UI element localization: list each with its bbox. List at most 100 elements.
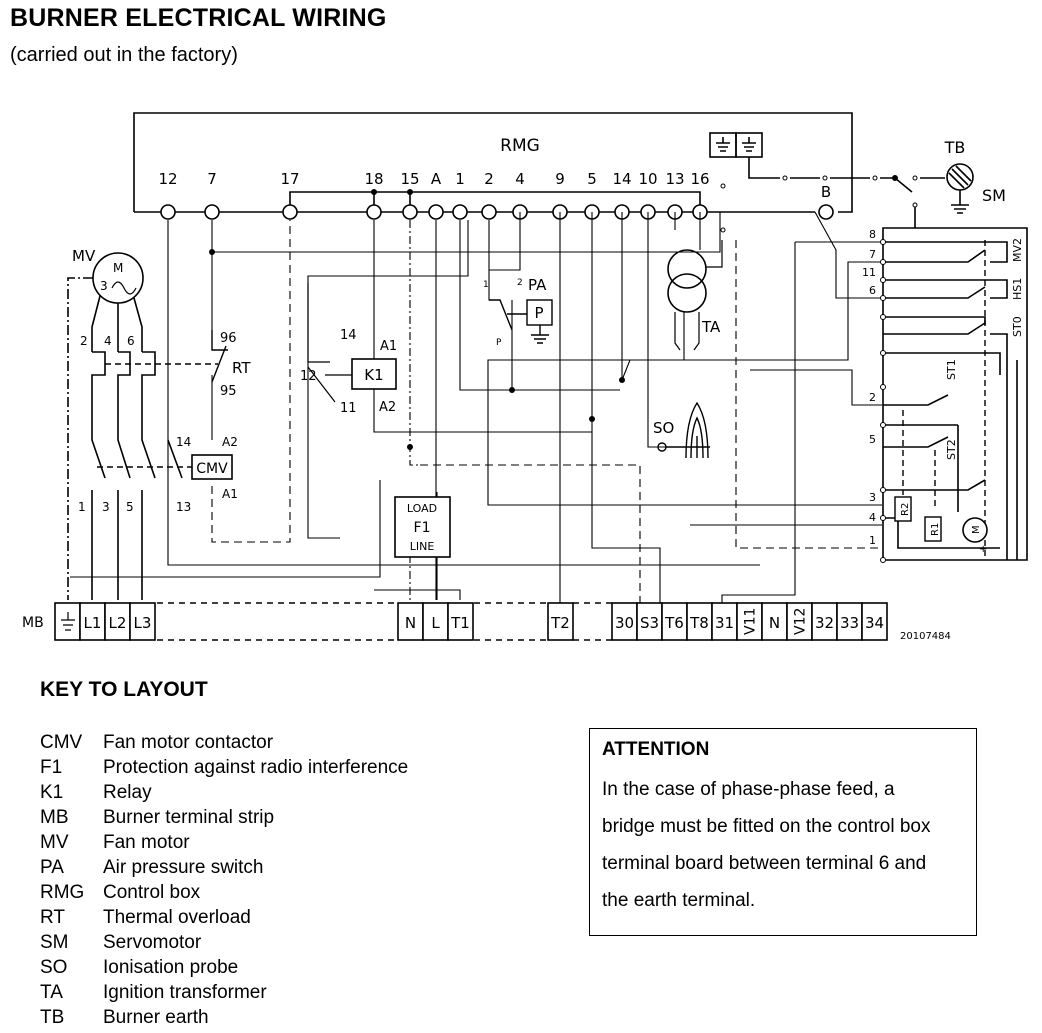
servomotor-terminal xyxy=(880,422,886,428)
pressure-switch-2: 2 xyxy=(517,278,523,288)
attention-box: ATTENTION In the case of phase-phase fee… xyxy=(589,728,977,936)
earth-icon xyxy=(61,612,75,631)
rmg-terminal-label: 15 xyxy=(400,170,419,188)
key-code: RT xyxy=(40,907,65,928)
terminal-strip-label: L3 xyxy=(134,614,152,632)
filter-box xyxy=(394,496,451,558)
key-code: MV xyxy=(40,832,69,853)
servomotor-motor-symbol: M xyxy=(971,525,982,534)
terminal-strip-cell xyxy=(761,602,788,641)
pressure-switch-pnode: P xyxy=(496,338,502,348)
servomotor-terminal-label: 4 xyxy=(869,511,876,524)
page-subtitle: (carried out in the factory) xyxy=(10,44,238,66)
key-code: F1 xyxy=(40,757,63,778)
relay-label: K1 xyxy=(364,366,383,384)
motor-wire-label: 2 xyxy=(80,334,88,348)
rmg-terminal-label: 1 xyxy=(455,170,465,188)
terminal-strip-label: V11 xyxy=(743,608,759,635)
terminal-strip-cell xyxy=(447,602,474,641)
rmg-terminal-label: 2 xyxy=(484,170,494,188)
key-description: Protection against radio interference xyxy=(103,757,409,778)
supply-wire-label: 5 xyxy=(126,500,134,514)
relay-14: 14 xyxy=(340,328,357,343)
servomotor-terminal xyxy=(880,259,886,265)
fan-motor xyxy=(67,252,183,600)
servomotor-block xyxy=(882,207,1028,561)
rmg-terminal xyxy=(452,204,468,220)
key-description: Servomotor xyxy=(103,932,202,953)
servomotor-cam-label: ST0 xyxy=(1011,316,1024,337)
servomotor-terminal xyxy=(880,557,886,563)
rmg-terminal-label: B xyxy=(821,183,831,201)
control-box-label: RMG xyxy=(500,136,540,156)
servomotor-label: SM xyxy=(982,186,1006,205)
servomotor-terminal-label: 7 xyxy=(869,248,876,261)
attention-line: the earth terminal. xyxy=(602,890,756,911)
rmg-terminal-label: 7 xyxy=(207,170,217,188)
rmg-terminal xyxy=(160,204,176,220)
servomotor-motor xyxy=(962,517,988,543)
ignition-transformer xyxy=(667,240,723,351)
relay-a1: A1 xyxy=(380,339,397,354)
terminal-strip-label: N xyxy=(405,614,416,632)
relay-12: 12 xyxy=(300,369,317,384)
rmg-terminal xyxy=(204,204,220,220)
key-code: PA xyxy=(40,857,64,878)
terminal-strip-cell xyxy=(711,602,738,641)
servomotor-terminal-label: 8 xyxy=(869,228,876,241)
rmg-terminal xyxy=(428,204,444,220)
filter-label: F1 xyxy=(414,520,431,536)
rt-label: RT xyxy=(232,359,251,377)
servomotor-cam-label: MV2 xyxy=(1011,238,1024,262)
servomotor-plus: + xyxy=(979,544,987,555)
burner-earth-label: TB xyxy=(944,138,966,157)
terminal-strip-label: 31 xyxy=(715,614,734,632)
key-description: Burner earth xyxy=(103,1007,209,1028)
resistor-r2-label: R2 xyxy=(900,503,911,516)
motor-symbol-3: 3 xyxy=(100,279,108,293)
pressure-switch-1: 1 xyxy=(483,280,489,290)
resistor-r2 xyxy=(894,496,912,522)
page-title: BURNER ELECTRICAL WIRING xyxy=(10,4,387,32)
servomotor-cam-label: ST2 xyxy=(945,439,958,460)
rmg-terminal xyxy=(402,204,418,220)
key-description: Control box xyxy=(103,882,201,903)
contactor-a2: A2 xyxy=(222,435,238,449)
servomotor-cam-label: HS1 xyxy=(1011,278,1024,300)
relay-11: 11 xyxy=(340,401,357,416)
servomotor-terminal xyxy=(880,295,886,301)
terminal-strip-label: V12 xyxy=(793,608,809,635)
terminal-strip-cell xyxy=(636,602,663,641)
servomotor-terminal xyxy=(880,239,886,245)
servomotor-terminal-label: 3 xyxy=(869,491,876,504)
filter-load: LOAD xyxy=(407,502,437,515)
rmg-terminal xyxy=(366,204,382,220)
key-code: CMV xyxy=(40,732,83,753)
terminal-strip-label: L2 xyxy=(109,614,127,632)
servomotor-terminal-label: 2 xyxy=(869,391,876,404)
motor-symbol-m: M xyxy=(113,261,123,275)
terminal-strip-label: 33 xyxy=(840,614,859,632)
key-description: Thermal overload xyxy=(103,907,251,928)
pressure-switch xyxy=(489,299,553,344)
terminal-strip-label: L xyxy=(431,614,440,632)
terminal-strip-cell xyxy=(861,602,888,641)
terminal-strip-label: L1 xyxy=(84,614,102,632)
servomotor-terminal xyxy=(880,277,886,283)
ionisation-probe-label: SO xyxy=(653,419,674,437)
relay-coil xyxy=(351,358,397,390)
contactor-coil xyxy=(191,454,233,480)
terminal-strip-label: T2 xyxy=(550,614,570,632)
servomotor-terminal-label: 6 xyxy=(869,284,876,297)
rt-contact-95: 95 xyxy=(220,384,237,399)
